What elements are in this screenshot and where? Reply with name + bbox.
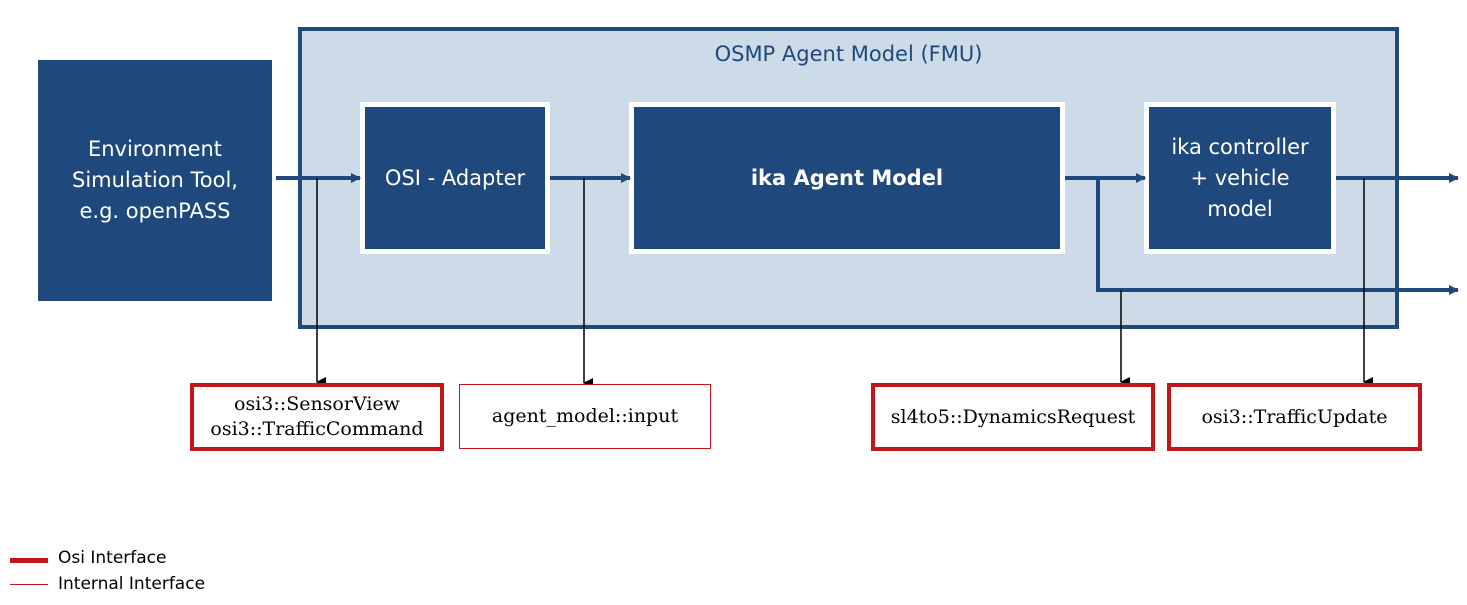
legend-internal-label: Internal Interface [58,574,206,594]
fmu-title: OSMP Agent Model (FMU) [714,42,983,66]
environment-simulation-block: Environment Simulation Tool, e.g. openPA… [38,60,272,301]
ika-agent-model-block: ika Agent Model [629,102,1065,254]
legend-osi-swatch [10,558,48,563]
controller-vehicle-block: ika controller + vehicle model [1144,102,1336,254]
legend-osi-label: Osi Interface [58,548,167,568]
legend-internal-swatch [10,584,48,585]
interface-agent-model-input: agent_model::input [459,384,711,449]
interface-traffic-update: osi3::TrafficUpdate [1167,383,1422,451]
arrow-branch-out [1096,178,1459,295]
interface-dynamics-request: sl4to5::DynamicsRequest [871,383,1155,451]
osi-adapter-block: OSI - Adapter [360,102,550,254]
interface-sensorview-trafficcommand: osi3::SensorView osi3::TrafficCommand [190,383,444,451]
